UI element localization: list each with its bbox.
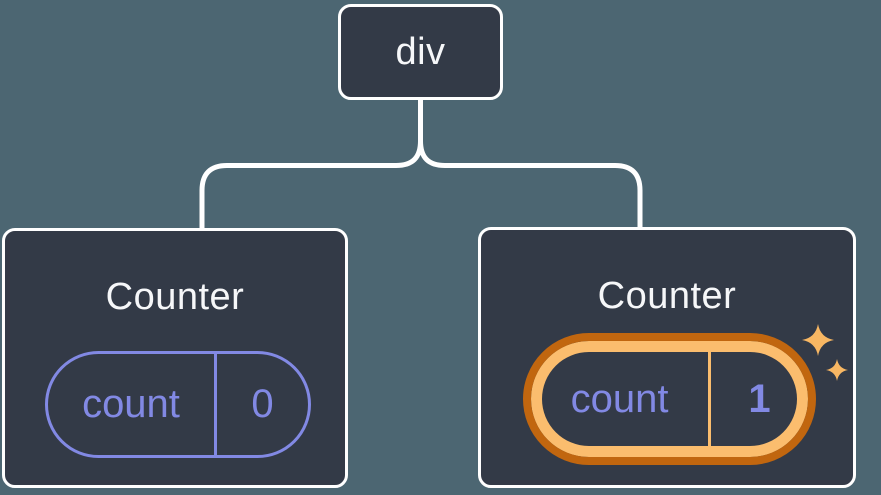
connector-left-branch [199, 96, 423, 231]
root-node-label: div [395, 30, 446, 73]
state-pill: count 0 [45, 351, 311, 458]
counter-card-right: Counter count 1 [478, 227, 856, 488]
connector-right-branch [418, 138, 643, 230]
counter-title: Counter [105, 276, 245, 318]
state-value: 1 [748, 376, 771, 421]
state-pill-highlighted: count 1 [523, 333, 816, 465]
root-node-div: div [338, 4, 503, 100]
counter-card-left: Counter count 0 [2, 228, 348, 488]
counter-title: Counter [597, 275, 737, 317]
sparkles-icon [802, 324, 848, 381]
state-value: 0 [251, 382, 274, 426]
state-key-label: count [531, 341, 712, 457]
state-key-label: count [48, 354, 217, 455]
